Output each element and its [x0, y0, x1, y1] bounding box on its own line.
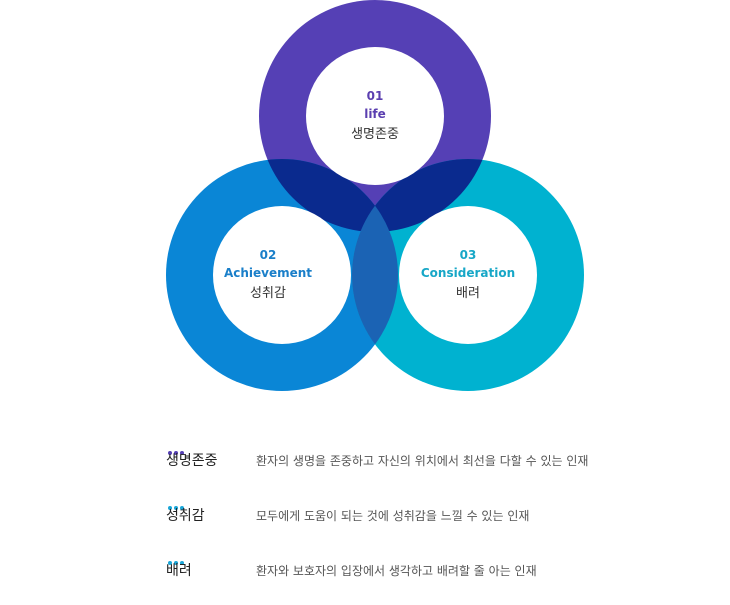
circle-number: 02	[259, 248, 277, 262]
circle-korean: 성취감	[250, 286, 286, 301]
circle-korean: 배려	[456, 286, 480, 301]
circle-english: Achievement	[223, 266, 313, 280]
value-term: 성취감	[166, 508, 205, 524]
value-term: 배려	[166, 563, 192, 579]
circle-korean: 생명존중	[351, 127, 399, 142]
circle-english: Consideration	[420, 266, 516, 280]
inner-disc-consideration	[399, 206, 537, 344]
value-description: 모두에게 도움이 되는 것에 성취감을 느낄 수 있는 인재	[256, 509, 530, 523]
circle-label-achievement: 02 Achievement 성취감	[198, 246, 338, 305]
list-item: 성취감 모두에게 도움이 되는 것에 성취감을 느낄 수 있는 인재	[166, 495, 686, 550]
bullet-dots-icon	[168, 440, 188, 455]
circle-number: 01	[366, 89, 384, 103]
inner-disc-achievement	[213, 206, 351, 344]
value-description: 환자와 보호자의 입장에서 생각하고 배려할 줄 아는 인재	[256, 564, 537, 578]
list-item: 생명존중 환자의 생명을 존중하고 자신의 위치에서 최선을 다할 수 있는 인…	[166, 440, 686, 495]
circle-label-consideration: 03 Consideration 배려	[398, 246, 538, 305]
circle-number: 03	[459, 248, 477, 262]
values-venn-diagram	[166, 0, 584, 391]
inner-disc-life	[306, 47, 444, 185]
values-list: 생명존중 환자의 생명을 존중하고 자신의 위치에서 최선을 다할 수 있는 인…	[166, 440, 686, 605]
bullet-dots-icon	[168, 550, 188, 565]
list-item: 배려 환자와 보호자의 입장에서 생각하고 배려할 줄 아는 인재	[166, 550, 686, 605]
overlap-life-consideration	[352, 159, 491, 232]
bullet-dots-icon	[168, 495, 188, 510]
overlap-life-achievement	[259, 159, 398, 232]
circle-english: life	[364, 107, 386, 121]
value-term: 생명존중	[166, 453, 218, 469]
value-description: 환자의 생명을 존중하고 자신의 위치에서 최선을 다할 수 있는 인재	[256, 454, 589, 468]
circle-label-life: 01 life 생명존중	[305, 87, 445, 146]
